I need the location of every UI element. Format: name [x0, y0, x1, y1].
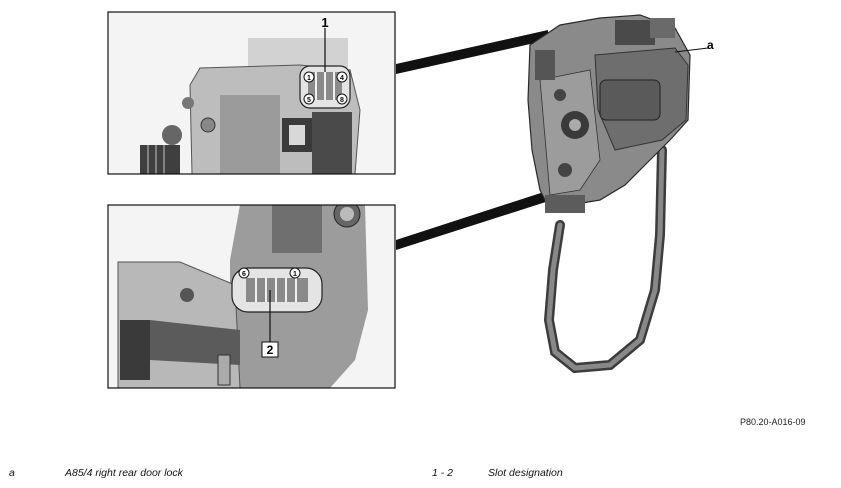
door-lock-illustration: 1 4 5 8 1 6 1 2 [107, 11, 714, 389]
plate-number: P80.20-A016-09 [740, 417, 806, 427]
zoom-wedge-top [396, 30, 548, 74]
door-lock-unit [527, 14, 709, 374]
legend-key: 1 - 2 [432, 467, 454, 479]
pin-label: 8 [340, 97, 344, 104]
legend-key: a [9, 467, 15, 479]
legend-text: Slot designation [488, 467, 563, 479]
connector-inset-top: 1 4 5 8 [108, 12, 395, 174]
callout-slot-1: 1 [321, 15, 328, 30]
pin-label: 1 [307, 75, 311, 82]
callout-slot-2: 2 [267, 343, 274, 357]
callout-a: a [707, 38, 714, 52]
connector-inset-bottom: 6 1 2 [108, 205, 395, 388]
pin-label: 5 [307, 97, 311, 104]
pin-label: 1 [293, 271, 297, 278]
zoom-wedge-bottom [396, 190, 552, 250]
pin-label: 4 [340, 75, 344, 82]
legend-text: A85/4 right rear door lock [65, 467, 183, 479]
pin-label: 6 [242, 271, 246, 278]
